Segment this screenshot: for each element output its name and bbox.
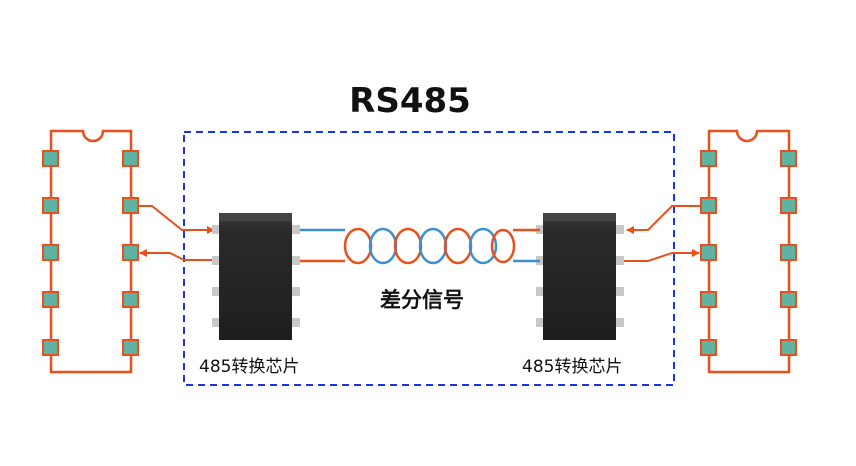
left-connection-wires [138, 205, 215, 261]
diagram-title: RS485 [349, 81, 471, 121]
left-dip-chip-icon [42, 129, 139, 374]
right-connection-wires [616, 205, 701, 262]
differential-signal-label: 差分信号 [380, 288, 464, 312]
right-dip-chip-icon [700, 129, 797, 374]
rs485-bus-frame [183, 131, 675, 386]
left-chip-label: 485转换芯片 [199, 357, 299, 377]
right-converter-chip-icon [536, 213, 624, 340]
right-chip-label: 485转换芯片 [522, 357, 622, 377]
twisted-pair-icon [300, 227, 540, 265]
left-converter-chip-icon [212, 213, 300, 340]
